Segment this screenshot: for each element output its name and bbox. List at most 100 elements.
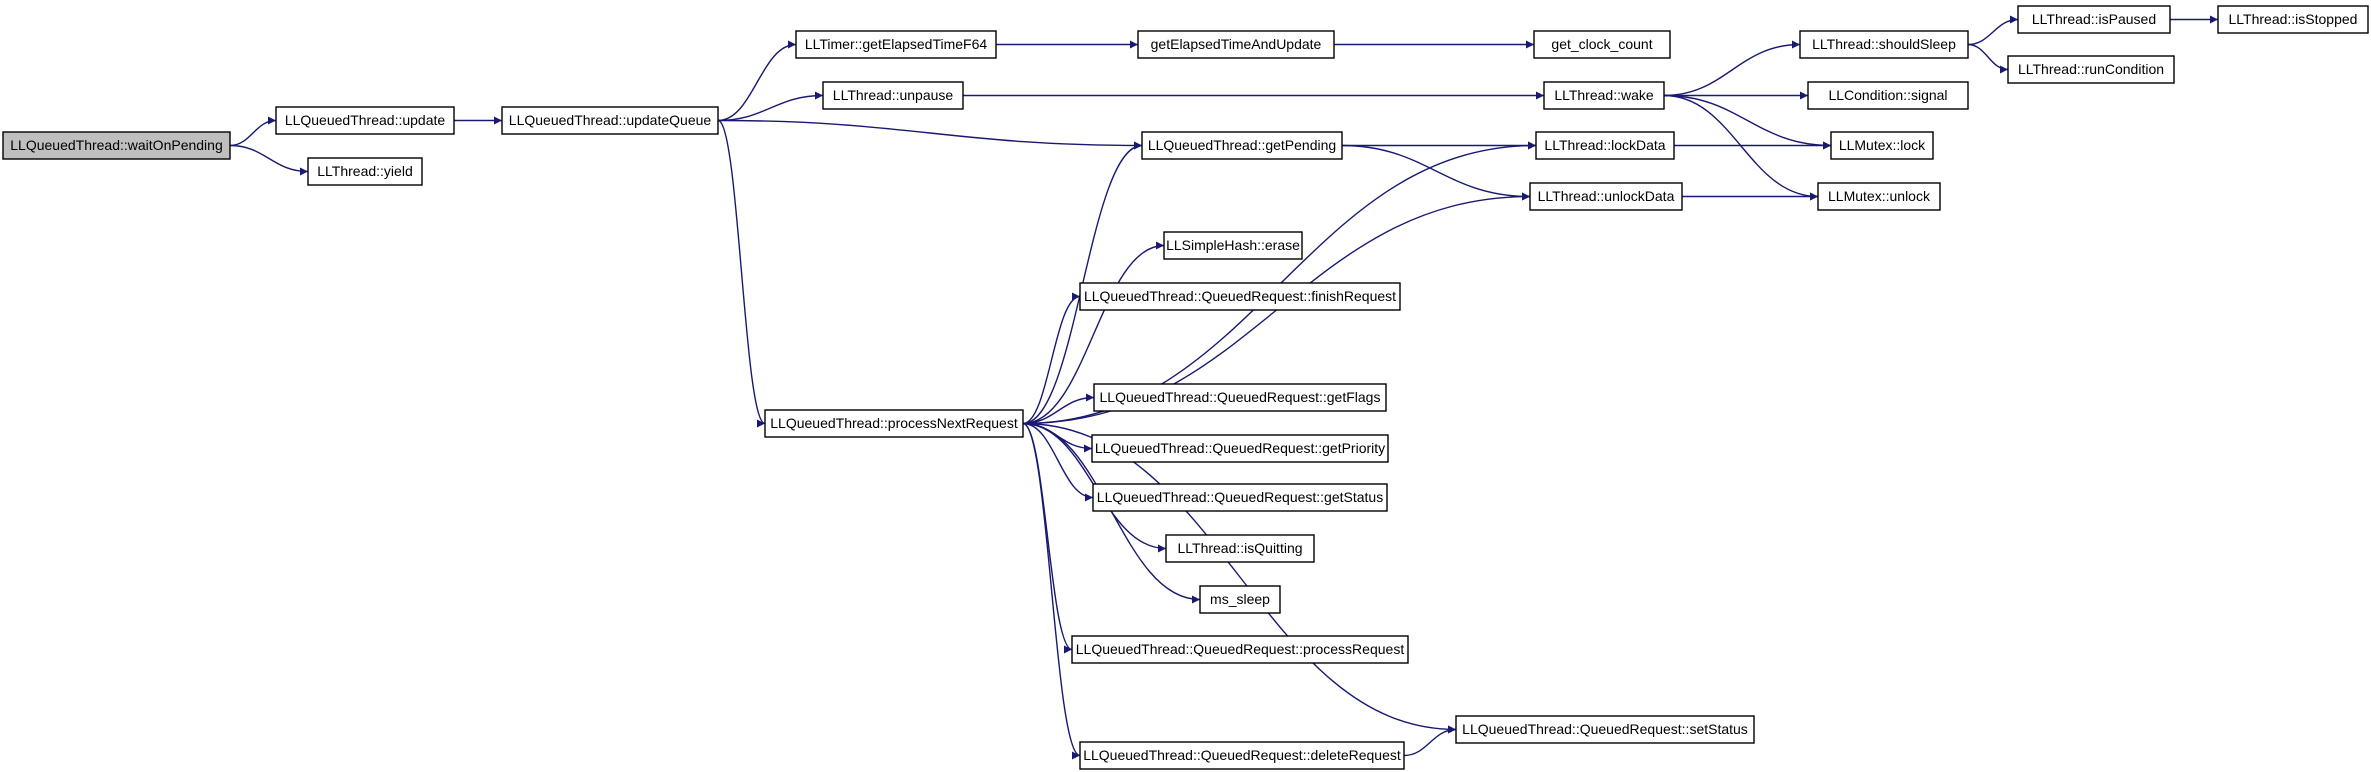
node-label: LLThread::unpause [833,87,954,103]
edge-arrow [1663,40,1801,97]
node-label: LLQueuedThread::updateQueue [509,112,712,128]
node-is-paused[interactable]: LLThread::isPaused [2017,5,2171,34]
node-box [2217,5,2369,34]
node-label: LLQueuedThread::QueuedRequest::finishReq… [1084,288,1396,304]
node-box [1455,715,1755,744]
node-box [1799,30,1969,59]
node-label: LLQueuedThread::QueuedRequest::getFlags [1100,389,1381,405]
node-lock-data[interactable]: LLThread::lockData [1535,131,1675,160]
node-finish-request[interactable]: LLQueuedThread::QueuedRequest::finishReq… [1079,282,1401,311]
node-label: LLThread::yield [317,163,412,179]
edge-arrow [1022,422,1094,502]
node-process-next-request[interactable]: LLQueuedThread::processNextRequest [764,409,1024,438]
node-label: getElapsedTimeAndUpdate [1151,36,1322,52]
node-box [2017,5,2171,34]
node-box [1807,81,1969,110]
node-label: LLQueuedThread::QueuedRequest::getStatus [1097,489,1383,505]
edge-get-pending-to-unlock-data [1341,144,1531,201]
node-wait-on-pending[interactable]: LLQueuedThread::waitOnPending [2,131,231,160]
node-label: LLThread::unlockData [1538,188,1675,204]
edge-arrow [717,40,797,122]
node-process-request[interactable]: LLQueuedThread::QueuedRequest::processRe… [1071,635,1409,664]
node-label: LLThread::shouldSleep [1812,36,1956,52]
edge-update-queue-to-get-elapsed-time-f64 [717,40,797,122]
edge-should-sleep-to-is-paused [1967,15,2019,46]
edge-arrow [1022,292,1081,425]
node-run-condition[interactable]: LLThread::runCondition [2007,55,2175,84]
node-is-stopped[interactable]: LLThread::isStopped [2217,5,2369,34]
edge-should-sleep-to-run-condition [1967,43,2009,74]
nodes-layer: LLQueuedThread::waitOnPendingLLQueuedThr… [2,5,2369,770]
node-is-quitting[interactable]: LLThread::isQuitting [1165,534,1315,563]
node-label: get_clock_count [1551,36,1652,52]
node-box [1137,30,1335,59]
node-box [1079,741,1405,770]
node-should-sleep[interactable]: LLThread::shouldSleep [1799,30,1969,59]
edge-process-next-request-to-delete-request [1022,422,1081,760]
node-get-priority[interactable]: LLQueuedThread::QueuedRequest::getPriori… [1091,434,1389,463]
node-label: LLQueuedThread::QueuedRequest::processRe… [1076,641,1405,657]
node-label: LLQueuedThread::QueuedRequest::getPriori… [1095,440,1385,456]
node-box [2007,55,2175,84]
node-lock[interactable]: LLMutex::lock [1830,131,1934,160]
node-get-elapsed-time-and-update[interactable]: getElapsedTimeAndUpdate [1137,30,1335,59]
edge-update-queue-to-get-pending [717,119,1143,150]
node-wake[interactable]: LLThread::wake [1543,81,1665,110]
edge-update-queue-to-process-next-request [717,119,766,428]
edge-arrow [717,119,1143,150]
edge-wait-on-pending-to-yield [229,144,309,176]
edge-arrow [717,91,824,122]
node-yield[interactable]: LLThread::yield [307,157,423,186]
edge-arrow [1022,241,1165,425]
node-get-elapsed-time-f64[interactable]: LLTimer::getElapsedTimeF64 [795,30,997,59]
node-box [795,30,997,59]
node-signal[interactable]: LLCondition::signal [1807,81,1969,110]
node-box [764,409,1024,438]
edge-arrow [1022,422,1081,760]
node-erase[interactable]: LLSimpleHash::erase [1163,231,1303,260]
edge-process-next-request-to-finish-request [1022,292,1081,425]
node-box [1165,534,1315,563]
edge-process-next-request-to-get-flags [1022,393,1095,425]
edge-arrow [1403,725,1457,757]
node-label: LLTimer::getElapsedTimeF64 [805,36,988,52]
node-label: LLQueuedThread::waitOnPending [10,137,222,153]
node-label: LLMutex::lock [1839,137,1926,153]
node-box [1163,231,1303,260]
node-label: LLThread::wake [1554,87,1654,103]
node-box [1830,131,1934,160]
node-unlock-data[interactable]: LLThread::unlockData [1529,182,1683,211]
node-label: LLQueuedThread::update [285,112,446,128]
node-label: LLThread::isPaused [2032,11,2156,27]
node-set-status[interactable]: LLQueuedThread::QueuedRequest::setStatus [1455,715,1755,744]
node-get-status[interactable]: LLQueuedThread::QueuedRequest::getStatus [1092,483,1388,512]
node-update-queue[interactable]: LLQueuedThread::updateQueue [501,106,719,135]
node-get-flags[interactable]: LLQueuedThread::QueuedRequest::getFlags [1093,383,1387,412]
edge-arrow [1663,94,1832,150]
node-ms-sleep[interactable]: ms_sleep [1199,585,1281,614]
node-box [1817,182,1941,211]
node-label: LLThread::isQuitting [1177,540,1302,556]
node-box [1543,81,1665,110]
edge-arrow [229,144,309,176]
node-unlock[interactable]: LLMutex::unlock [1817,182,1941,211]
node-box [1533,30,1671,59]
node-get-pending[interactable]: LLQueuedThread::getPending [1141,131,1343,160]
node-box [1092,483,1388,512]
edge-process-next-request-to-process-request [1022,422,1073,654]
edge-arrow [717,119,766,428]
node-label: LLQueuedThread::QueuedRequest::setStatus [1462,721,1748,737]
node-box [1535,131,1675,160]
node-box [1071,635,1409,664]
edge-arrow [1341,144,1531,201]
node-label: LLQueuedThread::QueuedRequest::deleteReq… [1083,747,1401,763]
node-unpause[interactable]: LLThread::unpause [822,81,964,110]
node-update[interactable]: LLQueuedThread::update [275,106,455,135]
node-label: LLThread::lockData [1544,137,1665,153]
node-label: ms_sleep [1210,591,1270,607]
edge-arrow [1022,422,1457,734]
node-get-clock-count[interactable]: get_clock_count [1533,30,1671,59]
node-box [1199,585,1281,614]
node-delete-request[interactable]: LLQueuedThread::QueuedRequest::deleteReq… [1079,741,1405,770]
